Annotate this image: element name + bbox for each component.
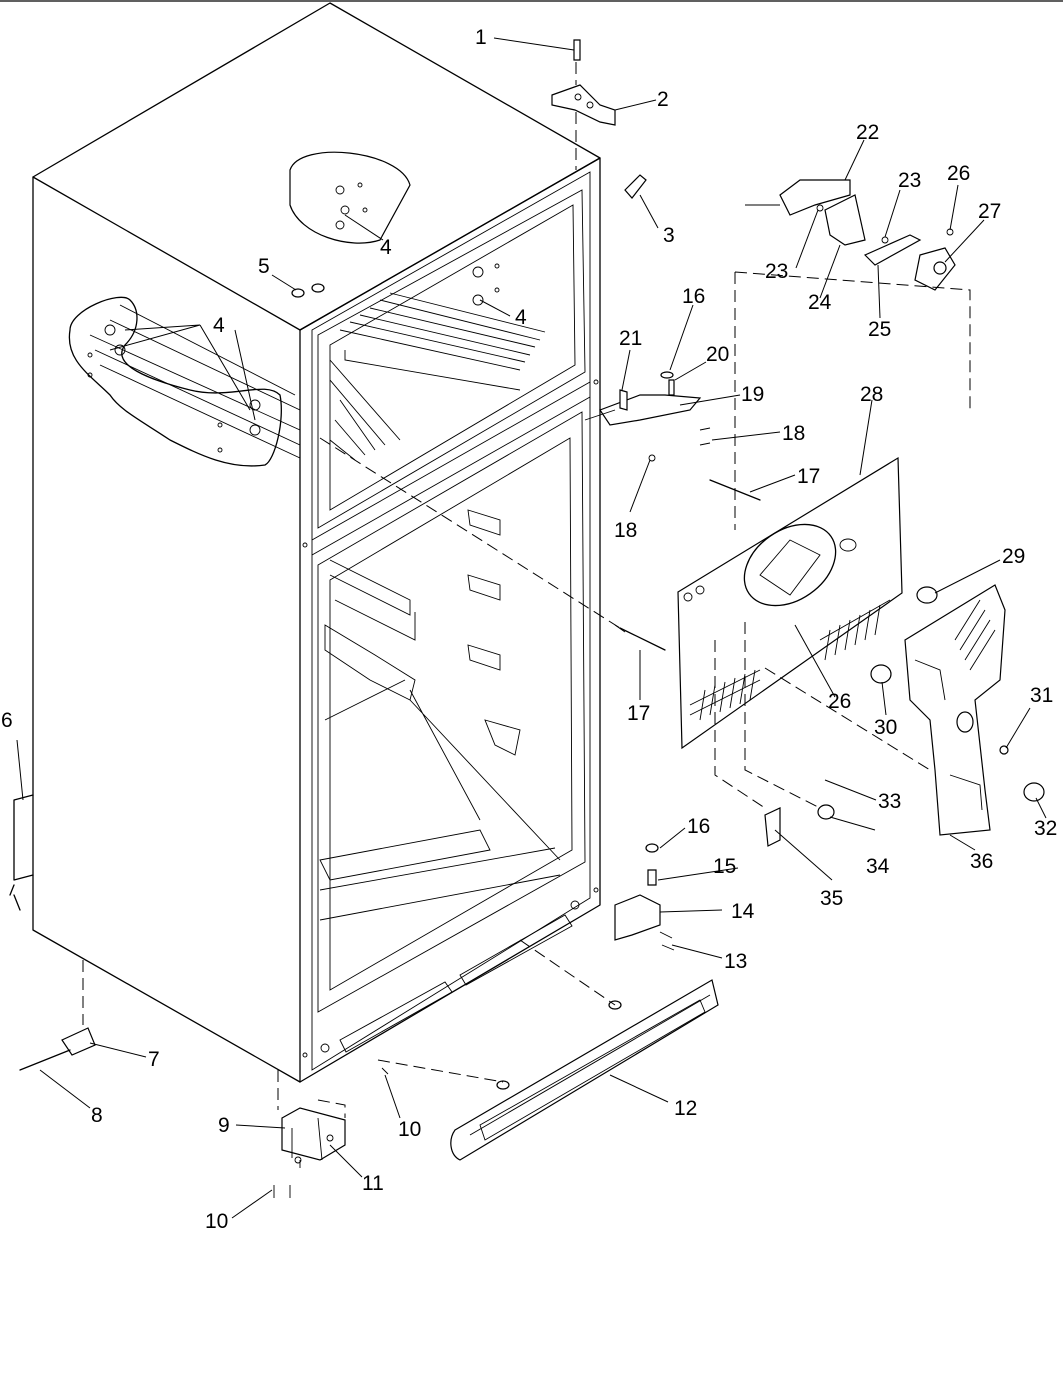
callout-29: 29 xyxy=(1002,545,1025,568)
callout-24: 24 xyxy=(808,291,832,314)
callout-4: 4 xyxy=(380,236,392,259)
callout-25: 25 xyxy=(868,318,891,341)
damper-linkage xyxy=(584,371,761,651)
callout-35: 35 xyxy=(820,887,843,910)
air-duct-cover xyxy=(904,584,1006,836)
callout-26: 26 xyxy=(828,690,851,713)
fan-shroud-outline xyxy=(734,271,971,530)
evaporator-back-panel xyxy=(677,456,903,750)
callout-36: 36 xyxy=(970,850,993,873)
callout-14: 14 xyxy=(731,900,755,923)
callout-4: 4 xyxy=(515,306,527,329)
callout-10: 10 xyxy=(205,1210,228,1233)
callout-32: 32 xyxy=(1034,817,1057,840)
callout-10: 10 xyxy=(398,1118,421,1141)
callout-18: 18 xyxy=(782,422,805,445)
callout-11: 11 xyxy=(362,1172,384,1195)
freezer-evaporator-fins xyxy=(329,292,546,461)
callout-13: 13 xyxy=(724,950,747,973)
callout-19: 19 xyxy=(741,383,764,406)
plug-buttons xyxy=(291,283,325,298)
callout-22: 22 xyxy=(856,121,879,144)
callout-30: 30 xyxy=(874,716,897,739)
callout-4: 4 xyxy=(213,314,225,337)
cabinet-body xyxy=(32,2,601,1083)
callout-21: 21 xyxy=(619,327,642,350)
callout-34: 34 xyxy=(866,855,890,878)
callout-31: 31 xyxy=(1030,684,1053,707)
leader-lines xyxy=(16,37,1047,1219)
callout-26: 26 xyxy=(947,162,970,185)
screw-10-front xyxy=(381,1067,389,1075)
callout-20: 20 xyxy=(706,343,729,366)
callout-17: 17 xyxy=(627,702,650,725)
callout-9: 9 xyxy=(218,1114,230,1137)
callout-12: 12 xyxy=(674,1097,697,1120)
callout-17: 17 xyxy=(797,465,820,488)
callout-7: 7 xyxy=(148,1048,160,1071)
callout-1: 1 xyxy=(475,26,487,49)
callout-27: 27 xyxy=(978,200,1001,223)
callout-labels: 1 2 3 4 4 4 5 6 7 8 9 10 10 11 12 13 14 … xyxy=(1,26,1057,1233)
callout-18: 18 xyxy=(614,519,637,542)
callout-6: 6 xyxy=(1,709,13,732)
toe-grille-guide xyxy=(377,939,616,1083)
callout-16: 16 xyxy=(687,815,710,838)
leveling-leg-bracket xyxy=(273,1070,346,1198)
callout-23: 23 xyxy=(765,260,788,283)
fresh-food-shelves xyxy=(319,509,561,921)
callout-2: 2 xyxy=(657,88,669,111)
callout-15: 15 xyxy=(713,855,736,878)
callout-33: 33 xyxy=(878,790,901,813)
callout-8: 8 xyxy=(91,1104,103,1127)
callout-3: 3 xyxy=(663,224,675,247)
top-hinge-assembly xyxy=(551,39,647,199)
callout-5: 5 xyxy=(258,255,270,278)
fan-motor-assembly xyxy=(745,179,956,291)
condenser-coil-side-cutaway xyxy=(68,296,301,467)
control-dashed-guides xyxy=(714,622,931,809)
coil-screws-freezer xyxy=(472,263,500,306)
panel-to-cabinet-guide xyxy=(319,437,621,629)
condenser-dome-top xyxy=(289,151,411,244)
callout-28: 28 xyxy=(860,383,883,406)
side-bracket xyxy=(9,794,34,911)
callout-16: 16 xyxy=(682,285,705,308)
toe-grille xyxy=(450,979,719,1161)
bottom-hinge-assembly xyxy=(19,843,675,1071)
callout-23: 23 xyxy=(898,169,921,192)
